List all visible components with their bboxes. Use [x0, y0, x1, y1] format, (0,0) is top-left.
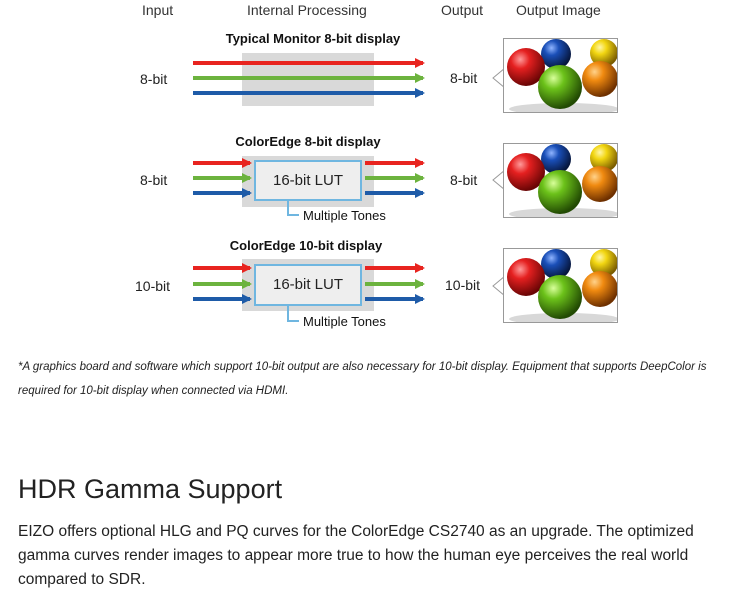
tones-connector	[287, 201, 299, 216]
output-image-banded	[503, 38, 618, 113]
row1-arrows	[193, 58, 425, 98]
header-input: Input	[142, 2, 174, 18]
output-bit-label: 10-bit	[445, 277, 481, 293]
green-sphere	[538, 275, 582, 319]
footnote: *A graphics board and software which sup…	[18, 361, 707, 397]
blue-sphere	[541, 249, 571, 279]
tones-label: Multiple Tones	[303, 314, 386, 329]
green-sphere	[538, 170, 582, 214]
input-bit-label: 8-bit	[140, 172, 168, 188]
input-bit-label: 8-bit	[140, 71, 168, 87]
callout-chevron	[492, 169, 506, 191]
callout-chevron	[492, 67, 506, 89]
blue-sphere	[541, 144, 571, 174]
output-image-smooth	[503, 143, 618, 218]
tones-label: Multiple Tones	[303, 208, 386, 223]
header-output-image: Output Image	[516, 2, 601, 18]
lut-box: 16-bit LUT	[254, 160, 362, 201]
row-title-typical-monitor: Typical Monitor 8-bit display	[225, 31, 401, 46]
red-sphere	[507, 258, 545, 296]
row-title-coloredge-8bit: ColorEdge 8-bit display	[235, 134, 381, 149]
callout-chevron	[492, 275, 506, 297]
header-internal-processing: Internal Processing	[247, 2, 367, 18]
orange-sphere	[582, 61, 617, 97]
orange-sphere	[582, 166, 617, 202]
signal-arrows	[193, 58, 506, 304]
row3-arrows	[193, 263, 425, 304]
tones-connector	[287, 306, 299, 322]
red-sphere	[507, 48, 545, 86]
row2-arrows	[193, 158, 425, 198]
output-image-10bit	[503, 248, 618, 323]
row-title-coloredge-10bit: ColorEdge 10-bit display	[229, 238, 383, 253]
yellow-sphere	[590, 144, 617, 172]
section-body: EIZO offers optional HLG and PQ curves f…	[18, 523, 694, 588]
orange-sphere	[582, 271, 617, 307]
spheres-illustration	[507, 144, 617, 217]
blue-sphere	[541, 39, 571, 69]
header-output: Output	[441, 2, 484, 18]
spheres-illustration	[507, 39, 617, 112]
yellow-sphere	[590, 39, 617, 67]
green-sphere	[538, 65, 582, 109]
spheres-illustration	[507, 249, 617, 322]
output-bit-label: 8-bit	[450, 70, 478, 86]
lut-box: 16-bit LUT	[254, 264, 362, 306]
output-bit-label: 8-bit	[450, 172, 478, 188]
input-bit-label: 10-bit	[135, 278, 171, 294]
section-title: HDR Gamma Support	[18, 474, 283, 504]
red-sphere	[507, 153, 545, 191]
yellow-sphere	[590, 249, 617, 277]
